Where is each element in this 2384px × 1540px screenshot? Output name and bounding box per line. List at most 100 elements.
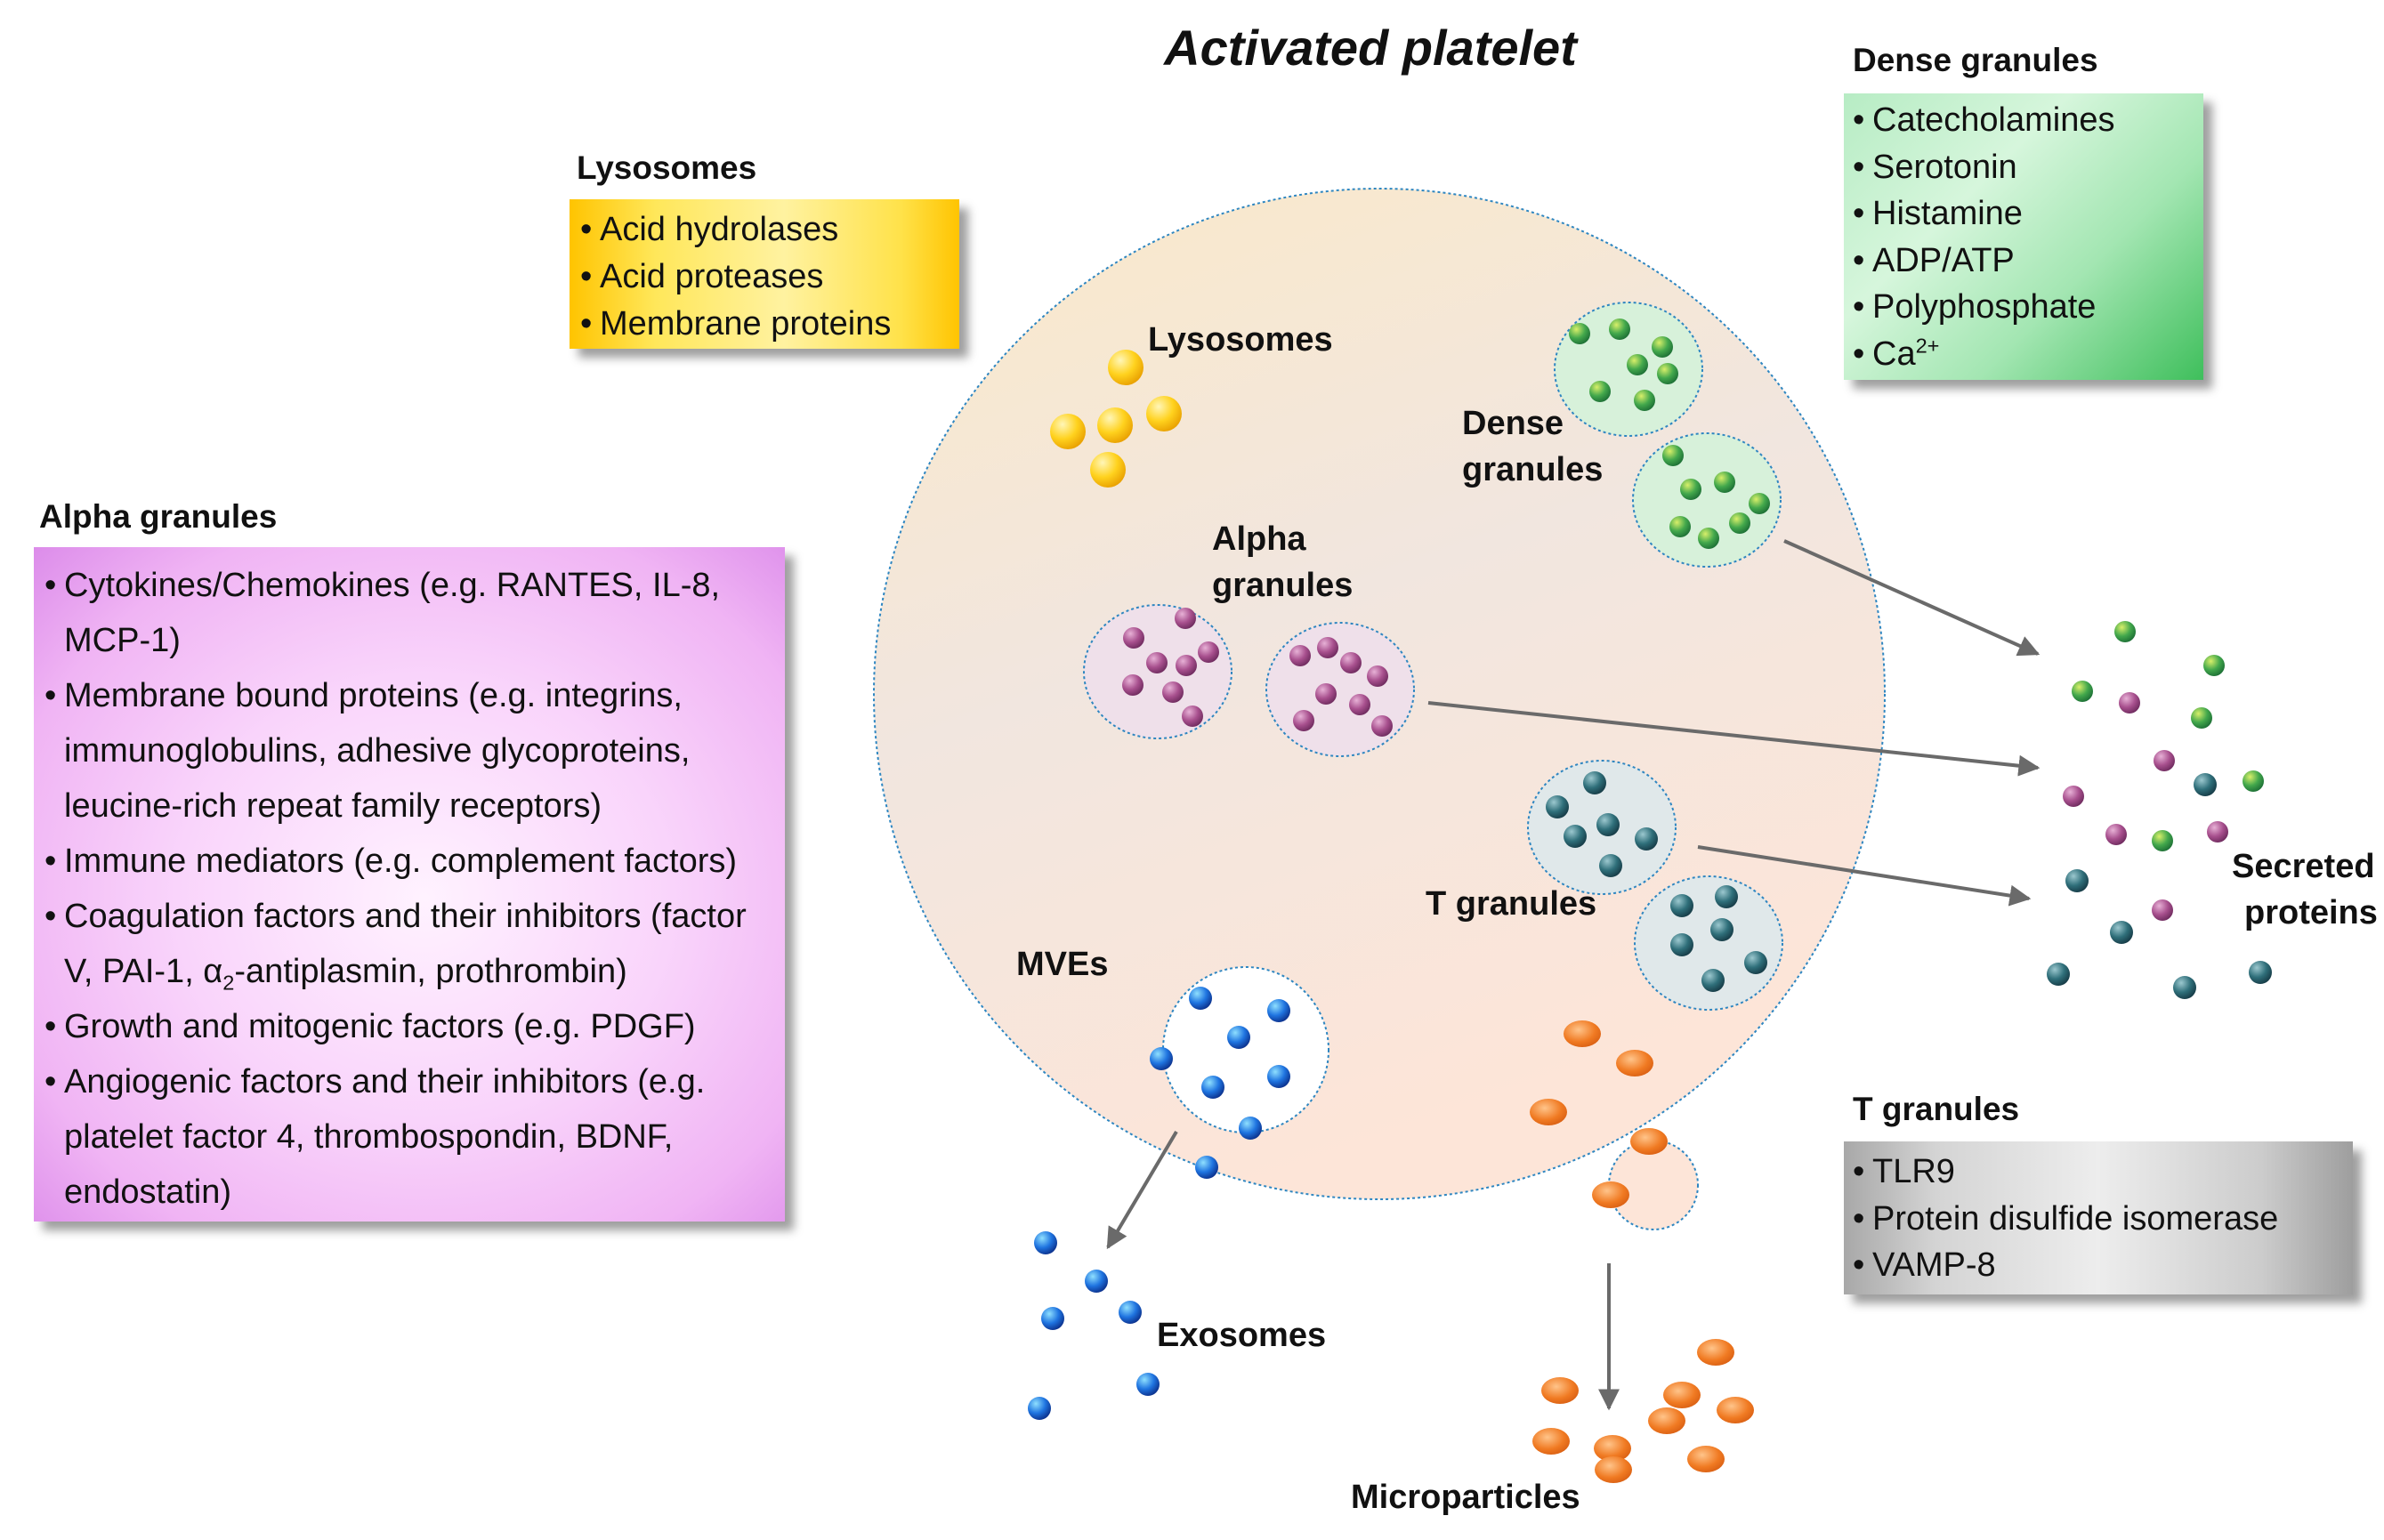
exosome-dot — [1119, 1301, 1142, 1324]
lysosomes-content-box: Acid hydrolases Acid proteases Membrane … — [570, 199, 959, 349]
mve-dot — [1227, 1026, 1250, 1049]
exosome-release-arrow — [1106, 1130, 1178, 1250]
dense-dot — [1698, 528, 1719, 549]
lysosome-dot — [1108, 350, 1144, 385]
diagram-title: Activated platelet — [1157, 16, 1584, 80]
dense-dot — [1669, 516, 1691, 537]
t-dot — [1670, 933, 1693, 956]
dense-dot — [1680, 479, 1701, 500]
t-dot — [1710, 918, 1733, 941]
secreted-alpha-dot — [2207, 821, 2228, 843]
microparticle-dot — [1663, 1382, 1701, 1408]
dense-item: ADP/ATP — [1847, 238, 2200, 285]
mve-dot — [1150, 1047, 1173, 1070]
cell-label-tgranules: T granules — [1426, 885, 1597, 923]
mve-dot — [1201, 1076, 1224, 1099]
t-granule-dots — [1546, 771, 1767, 992]
dense-granule-membrane — [1632, 432, 1782, 568]
dense-dot — [1657, 363, 1678, 384]
lysosome-dot — [1097, 407, 1133, 443]
microparticle-dot — [1616, 1050, 1653, 1076]
mve-dot — [1239, 1117, 1262, 1140]
cell-label-alpha-line2: granules — [1212, 567, 1354, 604]
secreted-t-dot — [2065, 869, 2089, 892]
alpha-granule-dots — [1122, 608, 1393, 737]
alpha-dot — [1371, 715, 1393, 737]
exosome-dot — [1136, 1373, 1160, 1396]
dense-granules-content-box: Catecholamines Serotonin Histamine ADP/A… — [1844, 93, 2203, 380]
lysosome-group — [1050, 350, 1182, 488]
t-dot — [1583, 771, 1606, 794]
dense-dot — [1714, 472, 1735, 493]
alpha-dot — [1176, 655, 1197, 676]
alpha-box-heading: Alpha granules — [39, 498, 278, 535]
mve-dot — [1189, 987, 1212, 1010]
secreted-alpha-dot — [2063, 786, 2084, 807]
dense-dot — [1749, 493, 1770, 514]
cell-label-lysosomes: Lysosomes — [1148, 321, 1333, 359]
mve-dot — [1195, 1156, 1218, 1179]
secreted-t-dot — [2249, 961, 2272, 984]
secreted-dense-dot — [2243, 770, 2264, 792]
lysosome-dot — [1050, 414, 1086, 449]
cell-label-mves: MVEs — [1016, 946, 1109, 983]
t-dot — [1596, 813, 1620, 836]
dense-dot — [1729, 512, 1750, 534]
alpha-dot — [1367, 665, 1388, 687]
coagulation-subscript: 2 — [222, 971, 235, 995]
mve-dot — [1267, 1065, 1290, 1088]
alpha-dot — [1146, 652, 1168, 673]
title-text: Activated platelet — [1164, 20, 1577, 76]
dense-item: Catecholamines — [1847, 97, 2200, 144]
coagulation-text-start: Coagulation factors and their inhibitors… — [64, 898, 747, 990]
alpha-item: Growth and mitogenic factors (e.g. PDGF) — [39, 999, 780, 1054]
dense-item: Histamine — [1847, 190, 2200, 238]
alpha-dot — [1315, 683, 1337, 705]
microparticle-dot — [1648, 1407, 1685, 1434]
tgranule-item: VAMP-8 — [1847, 1242, 2349, 1289]
secreted-t-dot — [2173, 976, 2196, 999]
alpha-dot — [1182, 705, 1203, 727]
secreted-dense-dot — [2191, 707, 2212, 729]
calcium-symbol: Ca — [1872, 335, 1916, 373]
dense-dot — [1652, 336, 1673, 358]
exosome-dot — [1085, 1270, 1108, 1293]
t-dot — [1715, 885, 1738, 908]
alpha-dot — [1198, 641, 1219, 663]
microparticle-dot — [1595, 1456, 1632, 1483]
tgranules-content-box: TLR9 Protein disulfide isomerase VAMP-8 — [1844, 1141, 2353, 1294]
alpha-dot — [1317, 637, 1338, 658]
alpha-secretion-arrow — [1427, 701, 2041, 777]
microparticles-cluster — [1532, 1339, 1754, 1483]
alpha-granules-content-box: Cytokines/Chemokines (e.g. RANTES, IL-8,… — [34, 547, 785, 1222]
microparticle-dot — [1592, 1181, 1629, 1208]
t-granule-secretion-arrow — [1697, 845, 2032, 907]
alpha-dot — [1175, 608, 1196, 629]
secreted-alpha-dot — [2152, 899, 2173, 921]
microparticle-dot — [1530, 1099, 1567, 1125]
alpha-dot — [1289, 645, 1311, 666]
mve-exosome-dots — [1150, 987, 1290, 1179]
lysosome-item: Acid proteases — [575, 254, 954, 301]
dense-dot — [1627, 354, 1648, 375]
alpha-dot — [1293, 710, 1314, 731]
alpha-item: Angiogenic factors and their inhibitors … — [39, 1054, 780, 1220]
alpha-item: Immune mediators (e.g. complement factor… — [39, 834, 780, 889]
lysosomes-box-heading: Lysosomes — [577, 149, 757, 186]
alpha-dot — [1123, 627, 1144, 649]
mve-vesicle — [1162, 966, 1329, 1133]
dense-granule-dots — [1569, 318, 1770, 549]
dense-item-calcium: Ca2+ — [1847, 331, 2200, 378]
lysosome-item: Acid hydrolases — [575, 206, 954, 254]
secreted-alpha-dot — [2119, 692, 2140, 714]
alpha-item: Membrane bound proteins (e.g. integrins,… — [39, 668, 780, 834]
microparticle-dot — [1594, 1435, 1631, 1462]
mve-dot — [1267, 999, 1290, 1022]
microparticle-dot — [1564, 1020, 1601, 1047]
secreted-dense-dot — [2152, 830, 2173, 851]
dense-dot — [1609, 318, 1630, 340]
dense-dot — [1662, 445, 1684, 466]
calcium-charge: 2+ — [1915, 333, 1940, 357]
dense-dot — [1569, 323, 1590, 344]
